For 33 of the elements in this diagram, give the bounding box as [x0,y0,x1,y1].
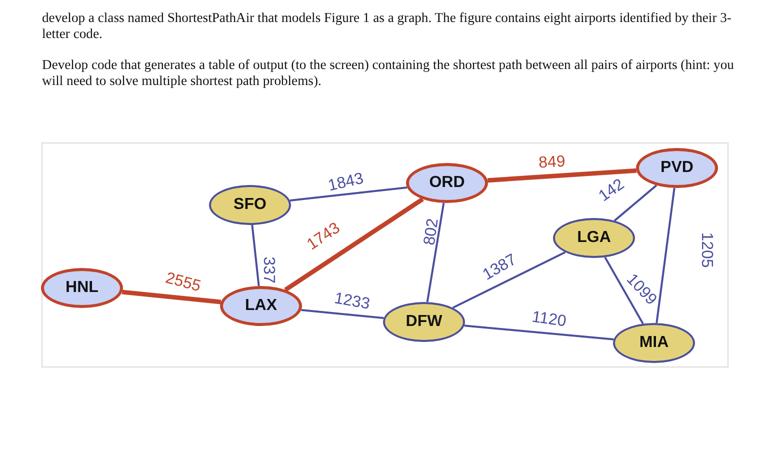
paragraph: develop a class named ShortestPathAir that models Figure 1 as a graph. The figure contains eight airports identified by their 3-letter code. [42,10,732,42]
edge-line [284,197,424,292]
edge-label: 1387 [480,252,520,284]
edge-label: 1205 [698,232,714,268]
edge-label: 1743 [304,220,344,254]
edge-line [488,168,636,183]
edge-line [614,184,658,222]
airport-ellipse: ORD [406,163,488,203]
airport-ellipse: PVD [636,148,718,188]
edge-label: 1120 [530,310,568,330]
airport-ellipse: LAX [220,286,302,326]
airport-ellipse: SFO [209,185,291,225]
edge-line [604,256,644,324]
edge-line [464,324,614,340]
edge-label: 142 [596,176,628,206]
edge-label: 1843 [326,171,366,195]
edge-label: 802 [422,218,442,246]
edge-label: 849 [538,154,566,172]
airport-ellipse: LGA [553,218,635,258]
paragraph: Develop code that generates a table of output (to the screen) containing the shortest path between all pairs of airports (hint: you will need to solve multiple shortest path problems). [42,57,735,89]
edge-label: 337 [260,256,276,284]
edge-line [290,186,408,202]
edge-line [426,202,445,302]
airport-ellipse: HNL [41,268,123,308]
edge-line [251,224,260,286]
airport-ellipse: DFW [383,302,465,342]
edge-label: 2555 [164,270,202,296]
edge-line [656,188,676,324]
edge-line [301,308,384,320]
edge-line [452,251,566,309]
airport-ellipse: MIA [613,323,695,363]
edge-line [122,290,222,304]
edge-label: 1233 [333,291,371,313]
